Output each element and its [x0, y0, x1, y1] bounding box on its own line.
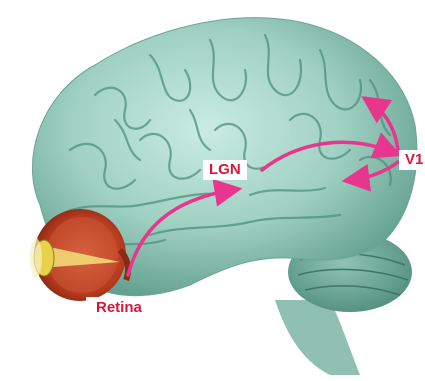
lgn-label: LGN: [203, 160, 247, 180]
v1-label: V1: [399, 150, 425, 170]
retina-label: Retina: [86, 297, 152, 319]
